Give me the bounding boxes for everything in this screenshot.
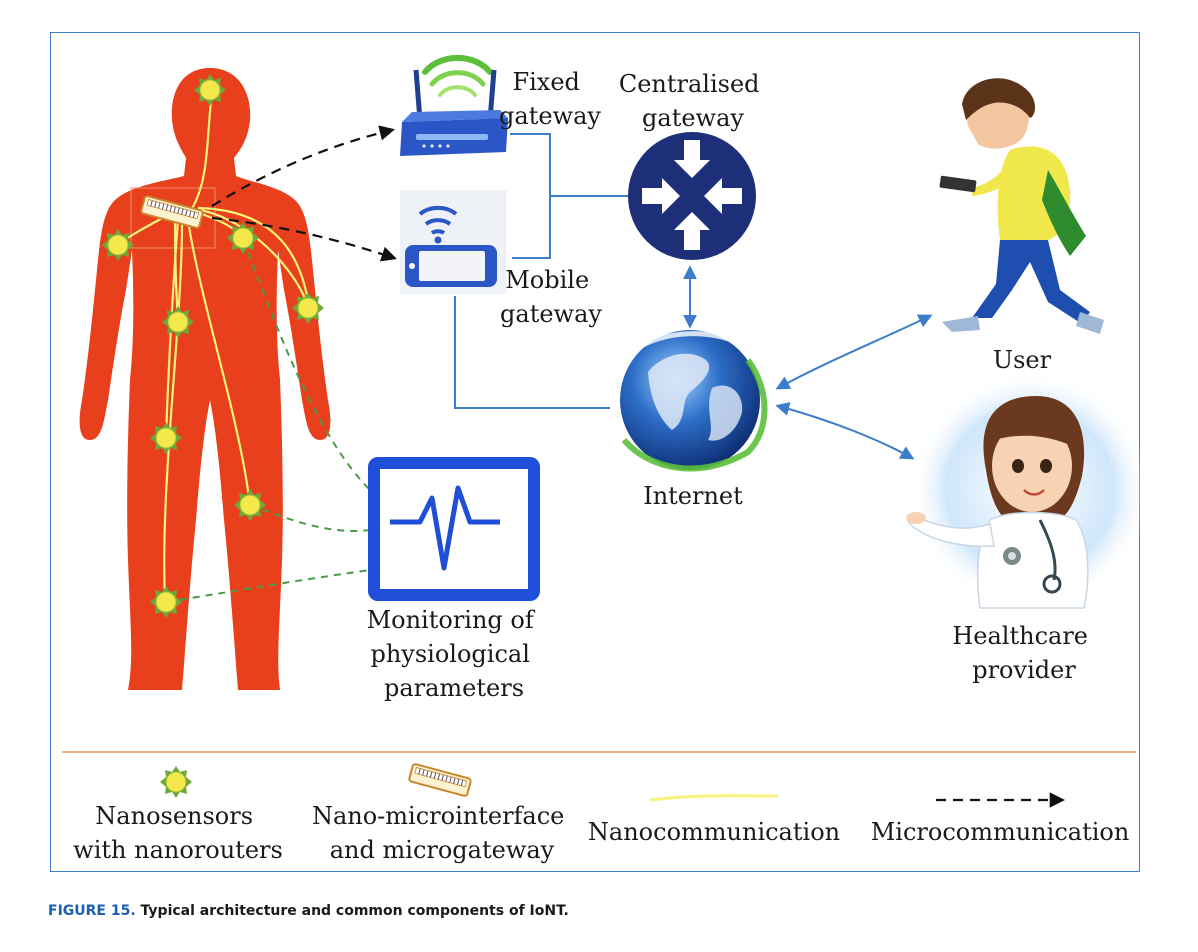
centralised-gateway-label: Centralised gateway bbox=[619, 70, 767, 132]
figure-caption: FIGURE 15. Typical architecture and comm… bbox=[48, 903, 569, 919]
smartphone-wifi-icon bbox=[400, 190, 506, 294]
router-arrows-icon bbox=[628, 132, 756, 260]
user-label: User bbox=[993, 346, 1052, 374]
figure-number: FIGURE 15. bbox=[48, 903, 136, 919]
doctor-illustration bbox=[906, 372, 1150, 609]
legend-interface-icon bbox=[407, 762, 473, 798]
legend-nanosensor-icon bbox=[159, 765, 193, 799]
legend-microcommunication-label: Microcommunication bbox=[871, 818, 1130, 846]
microcommunication-arrows bbox=[211, 125, 397, 262]
sensor-monitor-links bbox=[166, 239, 371, 603]
legend-nanosensors-label: Nanosensors with nanorouters bbox=[73, 802, 283, 864]
monitoring-label: Monitoring of physiological parameters bbox=[367, 606, 542, 702]
legend-nanocommunication-line bbox=[649, 794, 779, 802]
globe-icon bbox=[620, 330, 768, 472]
wifi-router-icon bbox=[400, 54, 508, 156]
internet-label: Internet bbox=[643, 482, 743, 510]
mobile-gateway-label: Mobile gateway bbox=[500, 266, 602, 328]
legend-nanocommunication-label: Nanocommunication bbox=[588, 818, 840, 846]
network-links bbox=[454, 133, 933, 460]
user-illustration bbox=[939, 78, 1104, 334]
figure-caption-text: Typical architecture and common componen… bbox=[140, 903, 569, 919]
healthcare-provider-label: Healthcare provider bbox=[952, 622, 1095, 684]
legend-interface-label: Nano-microinterface and microgateway bbox=[312, 802, 572, 864]
fixed-gateway-label: Fixed gateway bbox=[499, 68, 601, 130]
heartbeat-monitor-icon bbox=[368, 457, 540, 601]
